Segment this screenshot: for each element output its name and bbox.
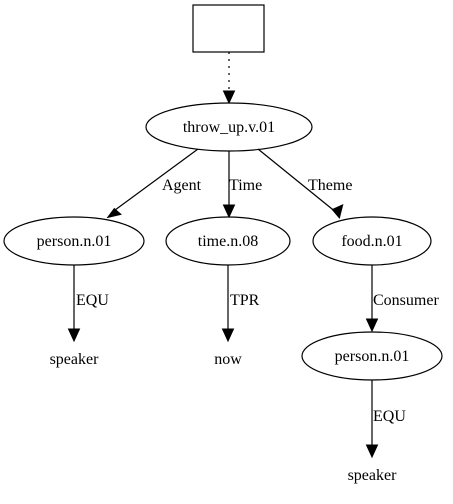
edge-time-label: Time (229, 177, 262, 194)
edge-time-arrowhead (222, 204, 236, 219)
edge-agent-label: Agent (162, 177, 202, 194)
edge-theme-label: Theme (308, 177, 352, 194)
node-now: now (214, 351, 242, 368)
node-speaker-1: speaker (50, 351, 100, 368)
edge-equ-1-label: EQU (76, 292, 109, 309)
dotted-edge-arrowhead (222, 90, 236, 105)
node-person-agent-label: person.n.01 (37, 233, 112, 250)
node-time-label: time.n.08 (198, 233, 258, 250)
node-speaker-2: speaker (348, 467, 398, 484)
edge-tpr-arrowhead (221, 328, 235, 343)
edge-theme (257, 148, 338, 214)
edge-equ-1-arrowhead (67, 328, 81, 343)
edge-agent (110, 148, 199, 214)
root-box-node (192, 4, 265, 53)
edge-tpr-label: TPR (230, 292, 260, 309)
edge-theme-arrowhead (331, 204, 344, 219)
edge-equ-2-arrowhead (365, 444, 379, 459)
node-throw-up-label: throw_up.v.01 (183, 119, 275, 136)
node-person-consumer-label: person.n.01 (335, 348, 410, 365)
node-food-label: food.n.01 (341, 233, 402, 250)
edge-consumer-arrowhead (365, 318, 379, 333)
edge-agent-arrowhead (106, 207, 122, 219)
edge-equ-2-label: EQU (373, 408, 406, 425)
edge-consumer-label: Consumer (373, 292, 439, 309)
